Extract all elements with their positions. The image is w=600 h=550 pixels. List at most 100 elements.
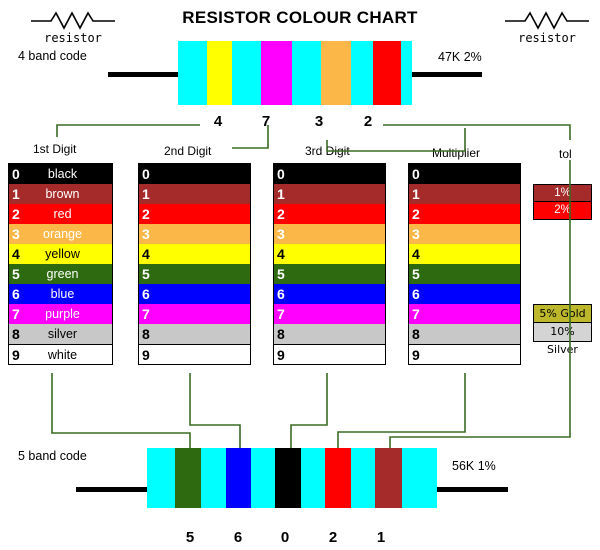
tolerance-swatch[interactable]: 5% Gold: [534, 305, 591, 323]
resistor-colour-band: [375, 448, 402, 508]
colour-code-name: orange: [43, 227, 82, 241]
resistor-symbol-right-caption: resistor: [518, 31, 576, 45]
colour-code-row[interactable]: 3: [409, 224, 520, 244]
colour-code-row[interactable]: 7: [274, 304, 385, 324]
resistor-symbol-icon: [31, 11, 115, 30]
callout-third-digit: 3rd Digit: [305, 144, 350, 158]
resistor-colour-band: [275, 448, 301, 508]
colour-code-row[interactable]: 6: [274, 284, 385, 304]
resistor-body-gap: [178, 41, 207, 105]
colour-code-row[interactable]: 1: [274, 184, 385, 204]
colour-code-digit: 9: [12, 346, 20, 363]
five-band-digit-5: 1: [376, 529, 386, 546]
colour-code-row[interactable]: 6: [139, 284, 250, 304]
four-band-lead-right: [410, 72, 482, 77]
five-band-digit-4: 2: [328, 529, 338, 546]
colour-code-row[interactable]: 3: [139, 224, 250, 244]
colour-code-digit: 1: [412, 186, 420, 202]
colour-code-row[interactable]: 6 blue: [9, 284, 112, 304]
colour-code-row[interactable]: 0: [409, 164, 520, 184]
colour-code-row[interactable]: 0: [274, 164, 385, 184]
colour-code-digit: 6: [142, 286, 150, 302]
colour-code-row[interactable]: 7: [139, 304, 250, 324]
five-band-digit-1: 5: [185, 529, 195, 546]
colour-code-row[interactable]: 5: [139, 264, 250, 284]
colour-code-digit: 9: [412, 346, 420, 363]
colour-code-row[interactable]: 2: [139, 204, 250, 224]
colour-code-row[interactable]: 7: [409, 304, 520, 324]
colour-code-digit: 9: [277, 346, 285, 363]
colour-code-row[interactable]: 8: [409, 324, 520, 344]
five-band-resistor-body: [147, 448, 437, 508]
tolerance-percent-box[interactable]: 1%2%: [533, 184, 592, 220]
resistor-colour-band: [373, 41, 401, 105]
resistor-body-gap: [232, 41, 261, 105]
tolerance-swatch[interactable]: 1%: [534, 185, 591, 202]
five-band-lead-left: [76, 487, 148, 492]
colour-code-row[interactable]: 4: [274, 244, 385, 264]
colour-code-row[interactable]: 3: [274, 224, 385, 244]
resistor-body-gap: [351, 41, 373, 105]
colour-code-row[interactable]: 9: [139, 344, 250, 364]
five-band-value: 56K 1%: [452, 459, 496, 473]
four-band-digit-1: 4: [213, 113, 223, 130]
page-title: RESISTOR COLOUR CHART: [182, 8, 418, 27]
colour-code-digit: 2: [412, 206, 420, 222]
four-band-value: 47K 2%: [438, 50, 482, 64]
colour-code-row[interactable]: 9: [409, 344, 520, 364]
callout-tolerance: tol: [559, 147, 572, 161]
colour-code-row[interactable]: 4: [139, 244, 250, 264]
colour-code-row[interactable]: 1: [139, 184, 250, 204]
callout-multiplier: Multiplier: [432, 146, 481, 160]
colour-code-row[interactable]: 4: [409, 244, 520, 264]
colour-code-name: black: [47, 167, 78, 181]
five-band-lead-right: [436, 487, 508, 492]
four-band-digit-4: 2: [363, 113, 373, 130]
colour-code-digit: 6: [12, 286, 20, 302]
tolerance-swatch[interactable]: 10% Silver: [534, 323, 591, 356]
resistor-colour-band: [325, 448, 351, 508]
colour-code-digit: 0: [142, 166, 150, 182]
colour-code-row[interactable]: 2: [409, 204, 520, 224]
resistor-colour-band: [321, 41, 351, 105]
resistor-colour-band: [175, 448, 201, 508]
resistor-body-gap: [292, 41, 321, 105]
colour-code-digit: 1: [142, 186, 150, 202]
colour-code-digit: 7: [412, 306, 420, 322]
colour-code-digit: 6: [412, 286, 420, 302]
colour-code-row[interactable]: 5: [274, 264, 385, 284]
colour-code-row[interactable]: 1: [409, 184, 520, 204]
colour-code-digit: 3: [142, 226, 150, 242]
colour-code-row[interactable]: 8: [139, 324, 250, 344]
four-band-digit-2: 7: [261, 113, 271, 130]
colour-code-name: silver: [47, 327, 78, 341]
colour-code-digit: 9: [142, 346, 150, 363]
colour-code-name: blue: [50, 287, 75, 301]
colour-code-row[interactable]: 6: [409, 284, 520, 304]
colour-code-digit: 8: [277, 326, 285, 342]
colour-code-row[interactable]: 2: [274, 204, 385, 224]
colour-code-row[interactable]: 9: [274, 344, 385, 364]
four-band-lead-left: [108, 72, 180, 77]
tolerance-swatch[interactable]: 2%: [534, 202, 591, 219]
colour-code-row[interactable]: 5: [409, 264, 520, 284]
colour-code-digit: 2: [12, 206, 20, 222]
colour-code-row[interactable]: 0: [139, 164, 250, 184]
resistor-symbol-left-caption: resistor: [44, 31, 102, 45]
colour-code-row[interactable]: 8: [274, 324, 385, 344]
